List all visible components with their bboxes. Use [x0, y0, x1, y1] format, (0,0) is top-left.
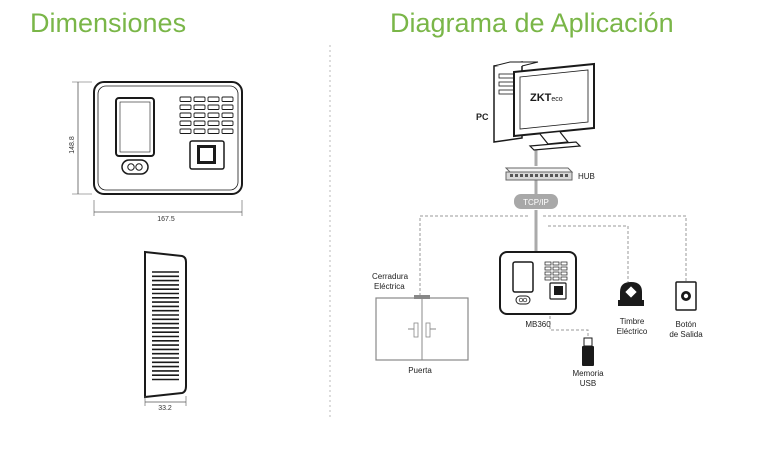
keypad-key — [193, 104, 206, 110]
camera-module — [121, 159, 149, 175]
electric-bell-icon — [618, 282, 644, 306]
dimensions-title: Dimensiones — [30, 8, 187, 38]
depth-dimension: 33.2 — [144, 396, 187, 412]
keypad — [179, 96, 234, 134]
hub-port — [555, 174, 558, 177]
hub-port — [545, 174, 548, 177]
side-vent-slots — [152, 271, 179, 381]
hub-port — [550, 174, 553, 177]
keypad-key — [560, 271, 568, 276]
network-label: TCP/IP — [523, 198, 549, 207]
hub-port — [560, 174, 563, 177]
hub-port — [515, 174, 518, 177]
keypad-key — [207, 96, 220, 102]
keypad-key — [552, 261, 560, 266]
bell-label-line1: Timbre — [620, 317, 645, 326]
exit-button-icon — [675, 281, 697, 311]
exit-label-line1: Botón — [676, 320, 697, 329]
keypad-key — [544, 276, 552, 281]
usb-stick-icon — [582, 337, 594, 366]
lock-label-line2: Eléctrica — [374, 282, 405, 291]
keypad-key — [552, 266, 560, 271]
keypad-key — [221, 104, 234, 110]
keypad-key — [207, 120, 220, 126]
usb-label-line2: USB — [580, 379, 596, 388]
network-badge — [514, 194, 558, 209]
keypad-key — [221, 128, 234, 134]
keypad-key — [207, 128, 220, 134]
pc-label: PC — [476, 112, 489, 122]
exit-label-line2: de Salida — [669, 330, 703, 339]
depth-value: 33.2 — [158, 405, 172, 412]
connection-lines — [419, 215, 687, 340]
side-view-drawing — [144, 250, 187, 399]
keypad-key — [179, 120, 192, 126]
keypad-key — [221, 120, 234, 126]
keypad-key — [193, 112, 206, 118]
door — [375, 295, 469, 361]
hub-port — [525, 174, 528, 177]
height-value: 148.8 — [69, 136, 76, 154]
mb360-device — [499, 251, 577, 315]
hub-port — [520, 174, 523, 177]
keypad-key — [544, 261, 552, 266]
keypad-key — [179, 104, 192, 110]
usb-label-line1: Memoria — [572, 369, 604, 378]
keypad-key — [207, 112, 220, 118]
brand-logo: ZKTeco — [530, 92, 563, 104]
keypad-key — [560, 276, 568, 281]
keypad-key — [179, 96, 192, 102]
hub-port — [540, 174, 543, 177]
keypad-key — [544, 271, 552, 276]
device-label: MB360 — [525, 320, 551, 329]
height-dimension: 148.8 — [69, 81, 92, 195]
hub-port — [565, 174, 568, 177]
keypad-key — [560, 266, 568, 271]
hub-port — [510, 174, 513, 177]
keypad-key — [221, 96, 234, 102]
keypad-key — [193, 96, 206, 102]
keypad-key — [207, 104, 220, 110]
width-dimension: 167.5 — [93, 200, 243, 223]
keypad-key — [179, 128, 192, 134]
hub-port — [530, 174, 533, 177]
device-side-outline — [144, 250, 187, 399]
width-value: 167.5 — [157, 216, 175, 223]
keypad-key — [552, 271, 560, 276]
keypad-key — [560, 261, 568, 266]
device-screen — [115, 97, 155, 157]
keypad-key — [221, 112, 234, 118]
keypad-key — [179, 112, 192, 118]
keypad-key — [552, 276, 560, 281]
hub-port — [535, 174, 538, 177]
keypad-key — [544, 266, 552, 271]
front-view-drawing — [93, 81, 243, 195]
hub-label: HUB — [578, 172, 595, 181]
pc-monitor — [513, 62, 595, 151]
lock-label-line1: Cerradura — [372, 272, 409, 281]
bell-label-line2: Eléctrico — [617, 327, 648, 336]
door-label: Puerta — [408, 366, 432, 375]
application-diagram-title: Diagrama de Aplicación — [390, 8, 674, 38]
keypad-key — [193, 120, 206, 126]
keypad-key — [193, 128, 206, 134]
network-hub — [504, 167, 574, 181]
